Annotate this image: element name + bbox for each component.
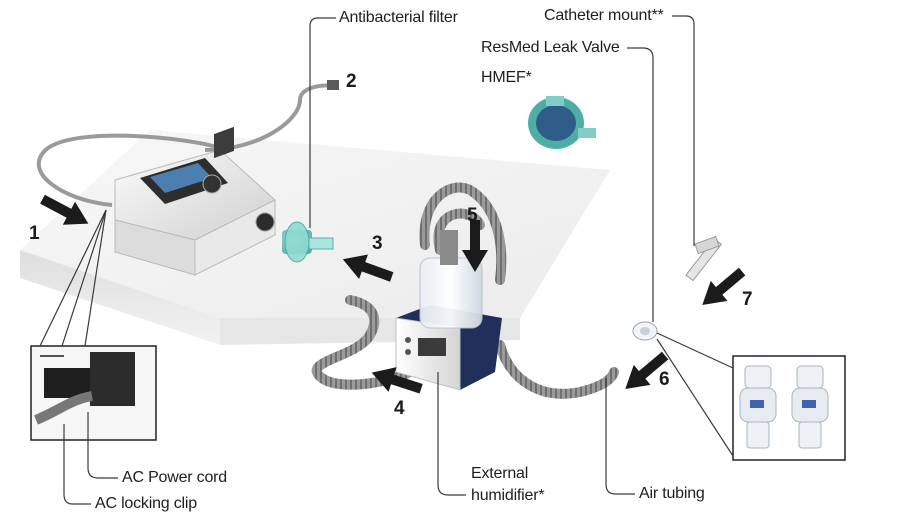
step-number-4: 4 [394, 398, 405, 419]
leader-lines [39, 15, 734, 505]
catheter-mount-label: Catheter mount** [544, 7, 664, 24]
arrow-4-icon [371, 367, 423, 394]
step-number-2: 2 [346, 71, 357, 92]
power-cord [36, 80, 339, 207]
arrow-1-icon [40, 194, 89, 225]
step-number-6: 6 [659, 369, 670, 390]
ac-cord-inset [30, 345, 157, 441]
hmef-filter [528, 96, 596, 149]
external-humidifier-label-line1: External [471, 465, 529, 482]
hmef-label: HMEF* [481, 69, 532, 86]
arrow-6-icon [625, 351, 669, 389]
air-tubing-label: Air tubing [639, 485, 705, 502]
leak-valve-inset [732, 355, 846, 461]
plug-icon [327, 80, 339, 90]
leak-valve [632, 321, 658, 341]
control-knob-icon [202, 174, 222, 194]
step-number-3: 3 [372, 233, 383, 254]
ac-power-cord-label: AC Power cord [122, 469, 227, 486]
arrow-5-icon [462, 220, 488, 272]
leak-valve-label: ResMed Leak Valve [481, 39, 620, 56]
device-screen [150, 163, 212, 193]
antibacterial-filter [282, 221, 334, 263]
humidifier-screen [418, 338, 446, 356]
step-number-1: 1 [29, 223, 40, 244]
step-number-7: 7 [742, 289, 753, 310]
step-number-5: 5 [467, 205, 478, 226]
arrow-3-icon [342, 254, 394, 282]
air-outlet-icon [255, 212, 275, 232]
ac-locking-clip-label: AC locking clip [95, 495, 197, 512]
arrow-7-icon [702, 267, 746, 305]
humidifier [395, 230, 502, 391]
air-tubing [311, 182, 619, 399]
ventilator-device [114, 126, 276, 276]
antibacterial-filter-label: Antibacterial filter [339, 9, 458, 26]
water-chamber [419, 257, 483, 329]
external-humidifier-label-line2: humidifier* [471, 487, 545, 504]
assembly-arrows [40, 194, 746, 394]
catheter-mount [685, 235, 723, 282]
